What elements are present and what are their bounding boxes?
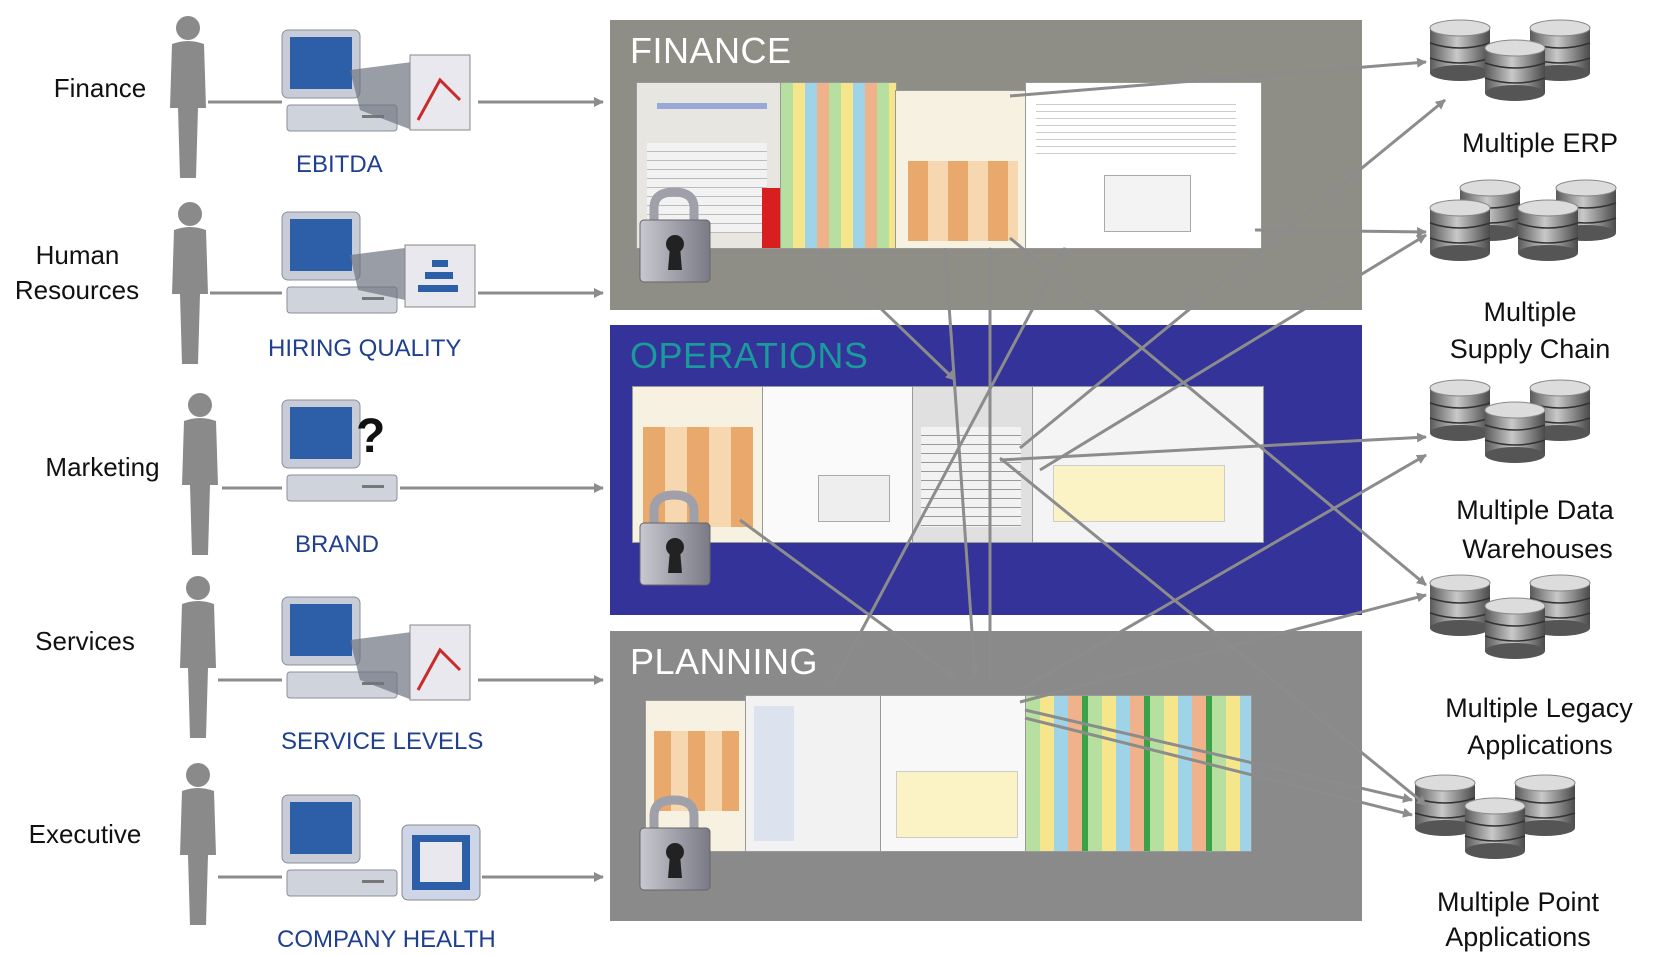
supply-chain-db-label-line2: Supply Chain [1449,334,1611,364]
planning-form-thumbnail [745,695,882,852]
services-person-icon [180,576,216,738]
executive-dept-label: Executive [28,819,142,849]
planning-bar-chart-thumbnail [880,695,1027,852]
erp-database-icon [1429,19,1591,102]
operations-chart-thumbnail [762,386,914,543]
erp-db-label: Multiple ERP [1461,128,1619,158]
point-apps-db-label-line1: Multiple Point [1436,887,1600,917]
planning-lock-icon [640,800,710,890]
finance-panel-title: FINANCE [630,30,792,71]
finance-chart-thumbnail [1025,82,1262,249]
data-warehouse-db-label-line2: Warehouses [1462,534,1613,564]
question-mark-icon: ? [356,410,385,463]
legacy-database-icon [1429,574,1591,660]
hr-dept-label-line2: Resources [14,275,140,305]
finance-table-thumbnail [895,90,1027,249]
integration-arrows [739,57,1446,818]
supply-chain-database-icon [1429,179,1617,262]
operations-panel-title: OPERATIONS [630,335,869,376]
executive-computer-icon [281,794,398,897]
finance-person-icon [170,16,206,178]
hr-dept-label-line1: Human [35,240,120,270]
finance-matrix-thumbnail [780,82,897,249]
legacy-db-label-line2: Applications [1467,730,1613,760]
dashboard-screen-icon [401,824,481,901]
marketing-dept-label: Marketing [45,452,160,482]
data-warehouse-db-label-line1: Multiple Data [1456,495,1614,525]
operations-lock-icon [640,495,710,585]
hr-person-icon [172,202,208,364]
services-dept-label: Services [35,626,135,656]
bars-screen-icon [350,244,476,308]
planning-panel-title: PLANNING [630,641,819,682]
point-apps-database-icon [1414,774,1576,860]
ebitda-metric-label: EBITDA [296,151,383,178]
planning-table-thumbnail [645,700,747,852]
hiring-quality-metric-label: HIRING QUALITY [268,335,462,362]
company-health-metric-label: COMPANY HEALTH [277,926,496,953]
brand-metric-label: BRAND [295,531,380,558]
point-apps-db-label-line2: Applications [1445,922,1591,952]
marketing-person-icon [182,393,218,555]
services-chart-screen-icon [350,624,471,701]
legacy-db-label-line1: Multiple Legacy [1445,693,1633,723]
data-warehouse-database-icon [1429,379,1591,464]
finance-dept-label: Finance [53,73,147,103]
service-levels-metric-label: SERVICE LEVELS [281,728,484,755]
supply-chain-db-label-line1: Multiple [1483,297,1577,327]
executive-person-icon [180,763,216,925]
finance-lock-icon [640,192,710,282]
chart-screen-icon [350,54,471,131]
